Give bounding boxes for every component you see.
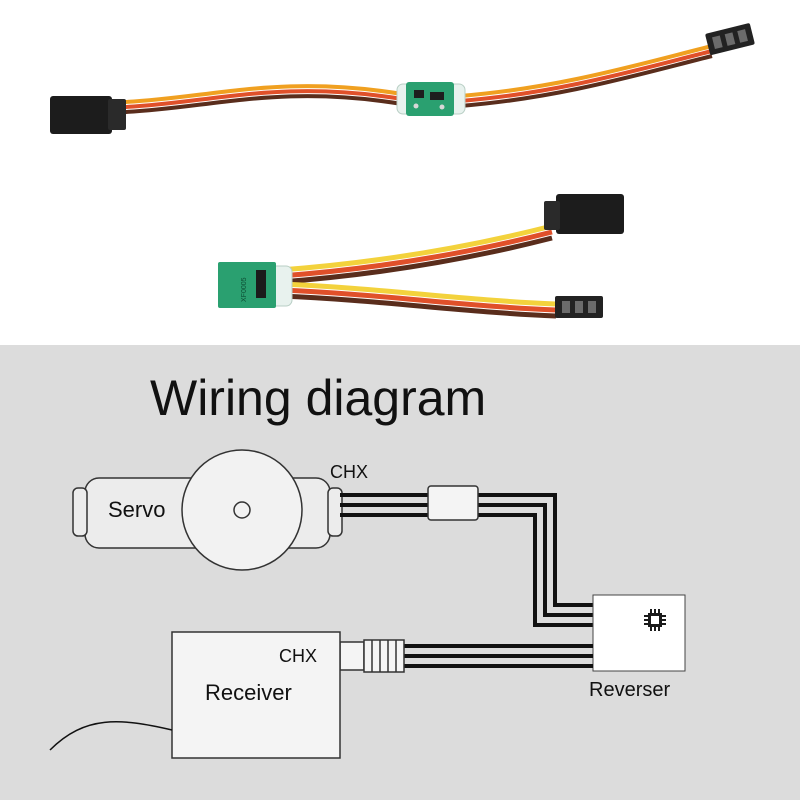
- connector-collar: [544, 201, 560, 230]
- servo-label: Servo: [108, 497, 165, 522]
- female-connector: [556, 194, 624, 234]
- male-pin-connector: [555, 296, 603, 318]
- servo-channel-label: CHX: [330, 462, 368, 482]
- wire-red: [124, 89, 403, 109]
- female-connector: [50, 96, 112, 134]
- receiver: Receiver CHX: [49, 631, 341, 759]
- wire-brown: [459, 54, 713, 108]
- receiver-cable: [380, 644, 593, 668]
- wire-brown: [279, 293, 557, 319]
- wire-orange: [124, 84, 403, 104]
- receiver-plug-grip: [363, 639, 405, 673]
- wire-brown: [124, 94, 403, 114]
- product-photo: XF0005: [0, 0, 800, 345]
- pcb-marking: XF0005: [241, 277, 248, 302]
- diagram-title: Wiring diagram: [150, 370, 486, 426]
- wire-orange: [459, 44, 713, 98]
- servo: Servo CHX: [72, 449, 368, 571]
- wire-red: [279, 229, 553, 279]
- chip-icon: [644, 609, 666, 631]
- receiver-label: Receiver: [205, 680, 292, 705]
- wiring-diagram: Wiring diagram Servo CHX: [0, 345, 800, 800]
- servo-horn: [181, 449, 303, 571]
- connector-collar: [108, 99, 126, 130]
- receiver-plug: [339, 641, 365, 671]
- receiver-channel-label: CHX: [279, 646, 317, 666]
- reverser-cable-inline: [50, 23, 755, 134]
- pcb-chip: [414, 90, 424, 98]
- receiver-antenna: [49, 721, 173, 751]
- wire-red: [459, 49, 713, 103]
- servo-cable-connector: [427, 485, 479, 521]
- reverser: Reverser: [589, 594, 686, 701]
- servo-tab-right: [327, 487, 343, 537]
- wire-brown: [279, 235, 553, 285]
- receiver-box: [171, 631, 341, 759]
- reverser-label: Reverser: [589, 679, 670, 701]
- pcb-pad: [439, 104, 445, 110]
- reverser-cable-y: XF0005: [218, 194, 624, 319]
- servo-shaft: [233, 501, 251, 519]
- servo-tab-left: [72, 487, 88, 537]
- male-pin-connector: [705, 23, 755, 55]
- pcb-pad: [413, 103, 419, 109]
- wire-yellow: [279, 223, 553, 273]
- pcb-chip: [256, 270, 266, 298]
- pcb-chip: [430, 92, 444, 100]
- wire-yellow: [279, 281, 557, 307]
- wire-red: [279, 287, 557, 313]
- reverser-box: [592, 594, 686, 672]
